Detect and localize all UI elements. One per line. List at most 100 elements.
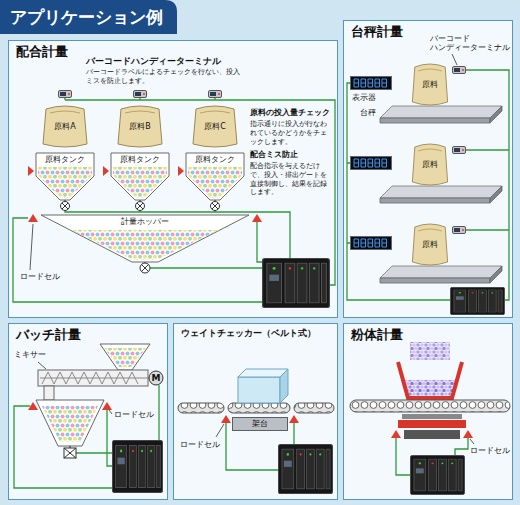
panel-heading: ウェイトチェッカー（ベルト式）	[181, 327, 316, 338]
platform-scale	[380, 278, 490, 283]
batch-mixer	[64, 448, 76, 458]
shape-label: 原料タンク	[119, 155, 161, 164]
compounding-equipment	[178, 166, 184, 176]
platform-scale	[490, 106, 502, 123]
signal-wire	[14, 406, 112, 488]
compounding-equipment	[28, 214, 38, 222]
feature-heading: 原料の投入量チェック	[250, 108, 334, 118]
part-label: ロードセル	[180, 440, 222, 450]
part-label: 台秤	[360, 108, 378, 118]
signal-wire	[65, 98, 215, 100]
part-label: 表示器	[352, 93, 378, 103]
bag-outline	[418, 229, 442, 231]
platform-scale	[490, 186, 502, 203]
platform-scale	[351, 157, 392, 170]
shape-label: 架台	[252, 419, 268, 429]
part-label: ロードセル	[20, 272, 64, 282]
hopper-outline	[71, 230, 219, 260]
material-bag: 原料	[410, 62, 450, 108]
bag-outline	[50, 111, 80, 113]
material-bag: 原料	[410, 222, 450, 268]
compounding-equipment	[59, 91, 72, 98]
shape-label: 原料	[422, 160, 438, 170]
material-bag: 原料C	[190, 104, 240, 150]
batch-mixer	[100, 344, 150, 370]
part-label: ロードセル	[114, 410, 156, 420]
panel-ground	[8, 323, 168, 500]
panel-ground	[343, 323, 513, 500]
shape-label: 原料タンク	[194, 155, 236, 164]
batch-mixer	[112, 441, 162, 493]
signal-wire	[150, 267, 262, 268]
application-panel: 粉体計量	[343, 323, 513, 500]
compounding-equipment	[209, 91, 222, 98]
tank-outline	[113, 167, 167, 198]
signal-wire	[396, 438, 410, 475]
platform-scale	[453, 67, 466, 74]
leader-line	[470, 439, 474, 444]
panel-heading: バッチ計量	[16, 327, 81, 343]
powder-scale	[350, 400, 510, 412]
feature-heading: 配合ミス防止	[250, 150, 332, 160]
batch-mixer	[42, 372, 138, 384]
leader-line	[216, 424, 224, 437]
material-bag: 原料A	[40, 104, 90, 150]
shape-label: 原料B	[129, 122, 151, 132]
hopper-outline	[41, 215, 249, 262]
platform-scale	[453, 147, 466, 154]
batch-mixer	[44, 386, 54, 400]
platform-scale	[380, 186, 502, 198]
feature-note: 指示通りに投入が行なわれているかどうかをチェックします。	[250, 120, 332, 146]
panel-heading: 配合計量	[16, 44, 68, 60]
batch-mixer	[64, 448, 76, 458]
panel-ground	[8, 20, 513, 500]
leader-line	[30, 224, 33, 270]
shape-label: 計量ホッパー	[120, 217, 170, 227]
frame-block: 架台	[232, 417, 288, 431]
platform-scale	[351, 77, 392, 90]
platform-scale	[380, 198, 490, 203]
bag-outline	[43, 106, 87, 147]
powder-scale	[463, 430, 473, 438]
belt-weight-checker	[238, 377, 280, 403]
platform-scale	[380, 266, 502, 278]
compounding-equipment	[263, 259, 330, 308]
shape-label: 原料タンク	[44, 155, 86, 164]
callout-label: バーコード ハンディーターミナル	[430, 34, 510, 53]
signal-wire	[293, 423, 294, 444]
bag-outline	[412, 144, 447, 185]
shape-label: 原料A	[54, 122, 75, 132]
signal-wire	[76, 452, 112, 453]
belt-weight-checker	[280, 369, 288, 403]
weighing-hopper: 計量ホッパー	[40, 214, 250, 264]
signal-wire	[13, 70, 509, 488]
platform-scale	[351, 237, 392, 250]
shape-label: 原料	[422, 80, 438, 90]
belt-weight-checker	[228, 403, 290, 413]
platform-scale	[453, 227, 466, 234]
tank-outline	[111, 153, 169, 200]
batch-mixer	[102, 402, 112, 410]
panel-heading: 粉体計量	[351, 327, 403, 343]
material-bag: 原料	[410, 142, 450, 188]
material-tank: 原料タンク	[35, 152, 95, 202]
part-label: ロードセル	[470, 446, 512, 456]
tank-outline	[36, 153, 94, 200]
application-panel: ウェイトチェッカー（ベルト式） 架台	[173, 323, 338, 500]
panel-ground	[8, 40, 338, 318]
powder-scale	[404, 430, 460, 439]
signal-wire	[455, 438, 468, 455]
panel-ground	[173, 323, 338, 500]
bag-outline	[412, 64, 447, 105]
material-tank: 原料タンク	[185, 152, 245, 202]
tank-outline	[38, 167, 92, 198]
signal-wire	[65, 100, 335, 285]
tank-outline	[186, 153, 244, 200]
title-tab	[0, 0, 177, 34]
powder-scale	[410, 342, 450, 360]
compounding-equipment	[28, 166, 262, 222]
powder-scale	[391, 430, 401, 438]
platform-scale	[490, 266, 502, 283]
powder-scale	[402, 414, 462, 419]
callout-note: バーコードラベルによるチェックを行ない、投入ミスを防止します。	[86, 68, 246, 86]
